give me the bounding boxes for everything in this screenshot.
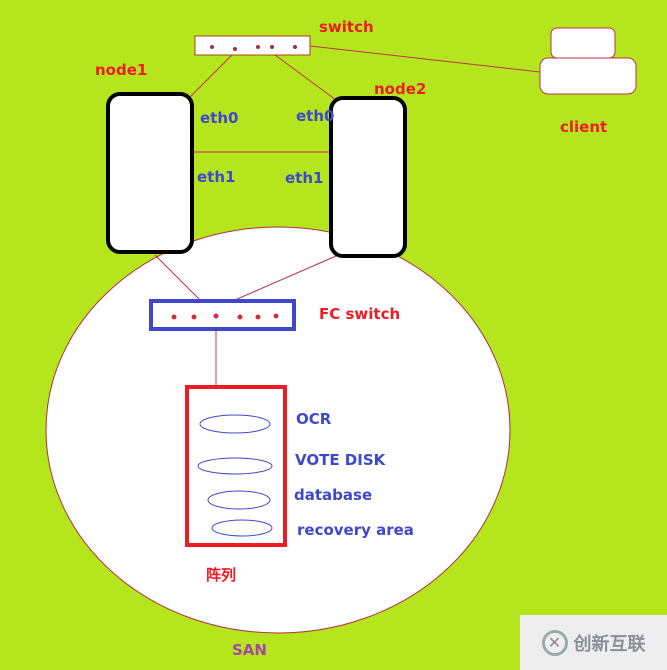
fc-switch-box (149, 299, 296, 331)
san-ellipse (45, 226, 511, 634)
switch-node2-link (274, 54, 337, 101)
switch-ports (210, 45, 297, 51)
array-label: 阵列 (206, 566, 236, 584)
watermark-logo-icon: ✕ (541, 629, 568, 656)
vote-disk-label: VOTE DISK (295, 451, 387, 469)
node2-eth1-label: eth1 (285, 169, 323, 187)
node1-eth1-label: eth1 (197, 168, 235, 186)
switch-box (194, 35, 311, 56)
database-disk (207, 490, 271, 510)
node1-eth0-label: eth0 (200, 109, 238, 127)
database-label: database (294, 486, 372, 504)
san-label: SAN (232, 641, 267, 659)
ocr-disk (199, 414, 271, 434)
watermark: ✕ 创新互联 (520, 615, 667, 670)
node2-eth0-label: eth0 (296, 107, 334, 125)
switch-client-link (309, 45, 541, 73)
watermark-text: 创新互联 (573, 633, 646, 655)
recovery-area-label: recovery area (297, 521, 414, 539)
client-label: client (560, 118, 607, 136)
node2-fc-link (234, 255, 337, 301)
node2-label: node2 (374, 80, 426, 98)
storage-array-box (185, 385, 287, 547)
vote-disk (197, 457, 273, 475)
recovery-area-disk (211, 519, 273, 537)
fc-switch-ports (171, 313, 279, 320)
ocr-label: OCR (296, 410, 332, 428)
client-monitor (550, 27, 616, 59)
node1-label: node1 (95, 61, 147, 79)
node1-box (106, 92, 194, 254)
fc-switch-label: FC switch (319, 305, 400, 323)
switch-label: switch (319, 18, 374, 36)
switch-node1-link (189, 54, 233, 98)
node2-box (329, 96, 407, 258)
client-base (539, 57, 637, 95)
node1-fc-link (154, 254, 201, 301)
